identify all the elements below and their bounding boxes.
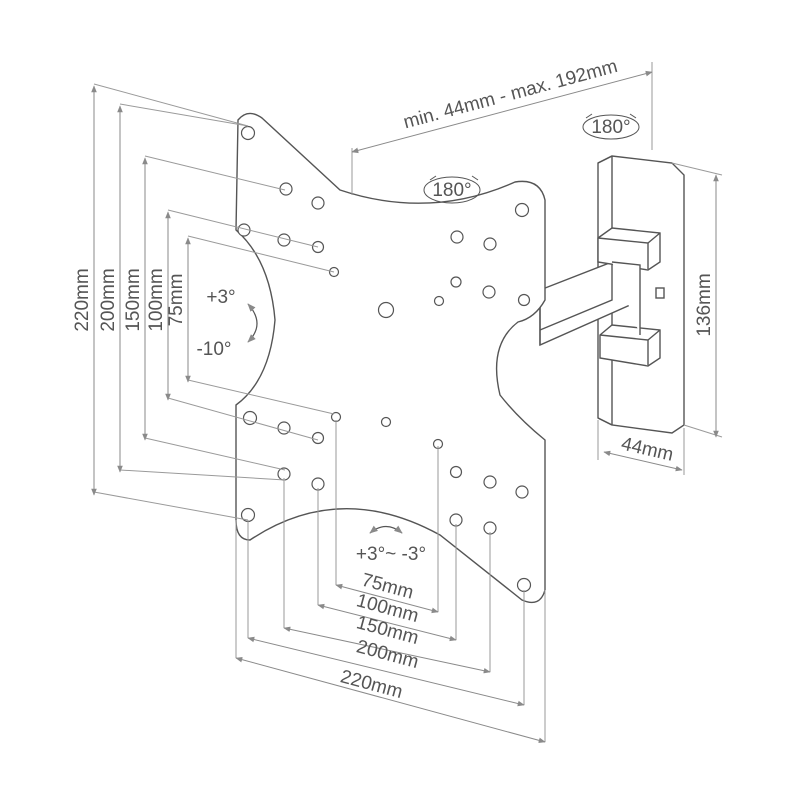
- rotation-indicator: [369, 525, 403, 534]
- depth-range-label: min. 44mm - max. 192mm: [401, 56, 620, 133]
- hole: [483, 237, 497, 251]
- bracket-height-label: 136mm: [694, 273, 715, 336]
- dim-v-200: 200mm: [98, 268, 119, 331]
- dim-v-150: 150mm: [123, 268, 144, 331]
- vertical-dimensions: [91, 83, 335, 521]
- bracket-width-label: 44mm: [619, 433, 675, 465]
- swivel-arm-label: 180°: [432, 180, 471, 201]
- tilt-down-label: -10°: [196, 339, 231, 360]
- swivel-wall-label: 180°: [591, 117, 630, 138]
- hole: [483, 475, 497, 489]
- swing-arm: [539, 227, 665, 367]
- hole: [242, 410, 258, 426]
- hole: [277, 421, 291, 435]
- hole: [517, 293, 531, 307]
- dim-v-100: 100mm: [146, 268, 167, 331]
- hole: [449, 465, 463, 479]
- hole: [311, 431, 325, 445]
- swivel-arm-indicator: [423, 175, 481, 204]
- tilt-up-label: +3°: [206, 287, 235, 308]
- hole: [514, 202, 530, 218]
- center-hole: [377, 301, 395, 319]
- horizontal-dimensions: [235, 420, 546, 744]
- depth-dimension: [351, 62, 653, 195]
- tilt-indicator: [247, 303, 258, 343]
- hole: [482, 285, 496, 299]
- dim-v-75: 75mm: [166, 274, 187, 327]
- dim-h-220: 220mm: [338, 666, 405, 703]
- bracket-dimensions: [597, 162, 723, 475]
- hole: [515, 485, 529, 499]
- hole-220-tl: [240, 125, 256, 141]
- dim-v-220: 220mm: [72, 268, 93, 331]
- hole: [380, 416, 392, 428]
- hole: [516, 577, 532, 593]
- swivel-wall-indicator: [582, 113, 640, 140]
- hole: [311, 196, 325, 210]
- hole: [450, 276, 462, 288]
- rotation-label: +3°~ -3°: [356, 544, 426, 565]
- hole: [450, 230, 464, 244]
- hole: [433, 295, 445, 307]
